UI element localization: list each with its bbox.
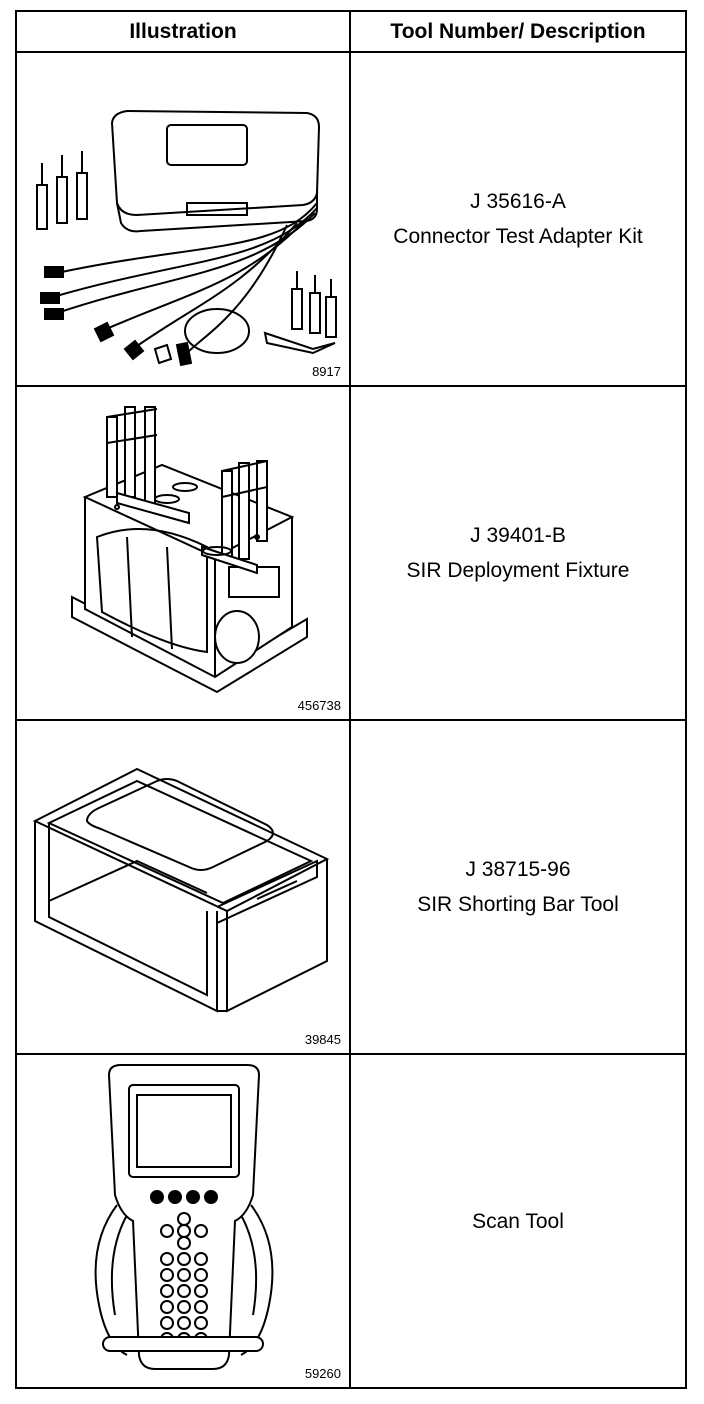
table-row: 456738 J 39401-B SIR Deployment Fixture	[15, 385, 687, 721]
tool-number: J 38715-96	[465, 858, 571, 881]
table-row: 8917 J 35616-A Connector Test Adapter Ki…	[15, 51, 687, 387]
table-row: 59260 Scan Tool	[15, 1053, 687, 1389]
tool-description-cell: Scan Tool	[349, 1053, 687, 1389]
special-tools-table: Illustration Tool Number/ Description	[15, 10, 687, 1389]
header-tool-description: Tool Number/ Description	[349, 10, 687, 53]
illustration-cell: 59260	[15, 1053, 351, 1389]
tool-number: J 39401-B	[470, 524, 566, 547]
tool-description-cell: J 39401-B SIR Deployment Fixture	[349, 385, 687, 721]
tool-description: Scan Tool	[472, 1209, 564, 1233]
table-row: 39845 J 38715-96 SIR Shorting Bar Tool	[15, 719, 687, 1055]
figure-number: 8917	[312, 364, 341, 379]
table-header-row: Illustration Tool Number/ Description	[15, 10, 687, 53]
figure-number: 59260	[304, 1366, 341, 1381]
tool-description: SIR Shorting Bar Tool	[417, 893, 619, 916]
scan-tool-illustration	[94, 1064, 274, 1370]
tool-description-cell: J 35616-A Connector Test Adapter Kit	[349, 51, 687, 387]
sir-shorting-bar-tool-illustration	[32, 767, 330, 1013]
tool-description-cell: J 38715-96 SIR Shorting Bar Tool	[349, 719, 687, 1055]
illustration-cell: 456738	[15, 385, 351, 721]
figure-number: 456738	[297, 698, 341, 713]
connector-test-adapter-kit-illustration	[36, 109, 337, 367]
tool-description: SIR Deployment Fixture	[406, 559, 630, 582]
tool-description: Connector Test Adapter Kit	[393, 225, 643, 248]
illustration-cell: 8917	[15, 51, 351, 387]
tool-number: J 35616-A	[470, 190, 566, 213]
sir-deployment-fixture-illustration	[71, 406, 308, 694]
illustration-cell: 39845	[15, 719, 351, 1055]
figure-number: 39845	[304, 1032, 341, 1047]
header-illustration: Illustration	[15, 10, 351, 53]
